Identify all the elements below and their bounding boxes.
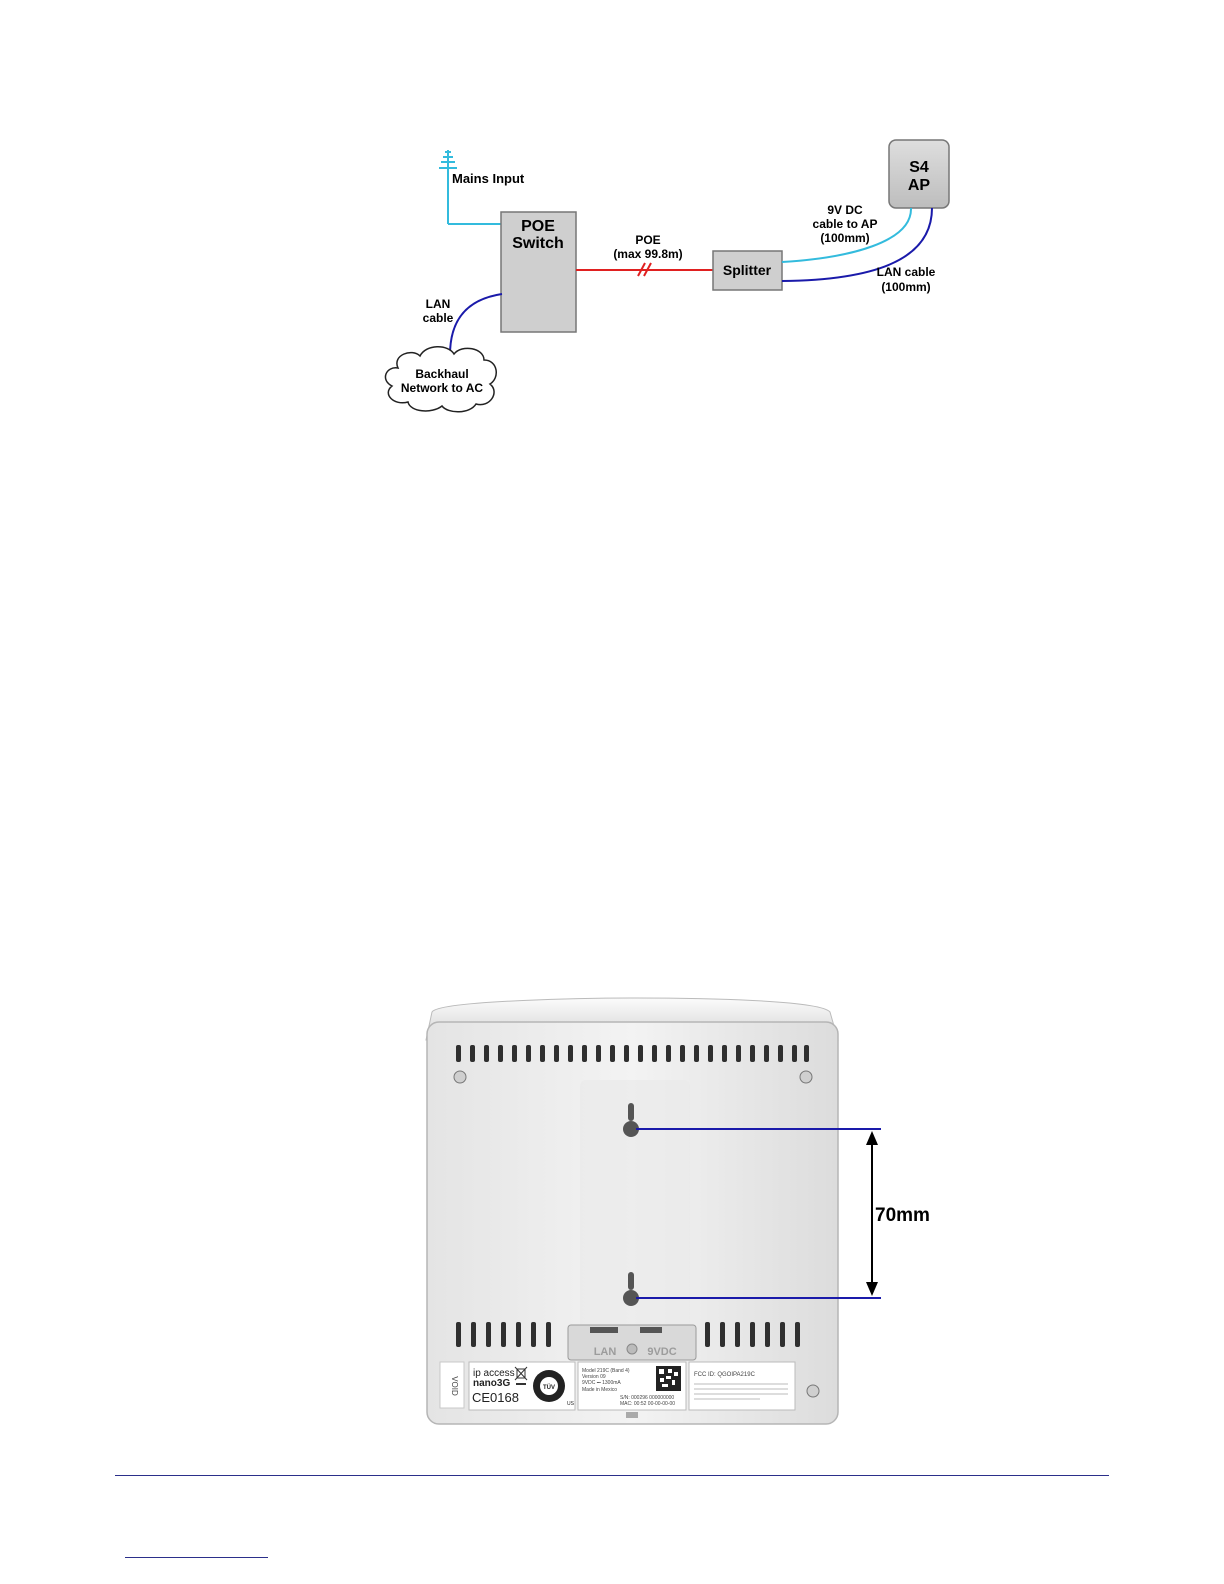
ap-box — [888, 139, 950, 209]
lan-cable-right-label-2: (100mm) — [881, 280, 930, 294]
version-text: Version 09 — [582, 1374, 606, 1380]
void-sticker — [439, 1361, 465, 1409]
splitter-label: Splitter — [723, 262, 772, 278]
model-text: Model 219C (Band 4) — [582, 1368, 630, 1374]
power-rating-text: 9VDC ⎓ 1300mA — [582, 1380, 621, 1386]
port-recess — [567, 1324, 697, 1361]
dc-cable — [781, 207, 913, 263]
footer-rule — [115, 1475, 1109, 1476]
measurement-annotation — [636, 1128, 881, 1299]
screw-icon — [806, 1384, 820, 1398]
lan-cable-left — [449, 293, 503, 356]
us-label: US — [567, 1401, 575, 1407]
ce-mark: CE0168 — [472, 1390, 519, 1405]
ap-label-1: S4 — [909, 159, 929, 176]
datamatrix-code-icon — [656, 1366, 681, 1391]
dc-cable-label-1: 9V DC — [827, 203, 863, 217]
measurement-label: 70mm — [875, 1205, 930, 1226]
keyhole-mount-top — [623, 1103, 639, 1137]
poe-link — [576, 262, 713, 277]
poe-switch-label-1: POE — [521, 218, 555, 235]
bottom-vents-right — [705, 1322, 800, 1347]
lan-cable-right-label-1: LAN cable — [877, 265, 936, 279]
poe-switch-box — [500, 211, 577, 333]
dc-cable-label-3: (100mm) — [820, 231, 869, 245]
port-power-label: 9VDC — [647, 1346, 676, 1358]
screw-icon — [453, 1070, 467, 1084]
port-lan-label: LAN — [594, 1346, 617, 1358]
tuv-mark-icon: TÜV — [533, 1370, 565, 1402]
tuv-label: TÜV — [543, 1384, 555, 1391]
keyhole-mount-bottom — [623, 1272, 639, 1306]
poe-link-label-2: (max 99.8m) — [613, 247, 682, 261]
lan-cable-right — [781, 207, 933, 282]
origin-text: Made in Mexico — [582, 1387, 617, 1393]
lan-cable-left-label-2: cable — [423, 311, 454, 325]
ap-label-2: AP — [908, 177, 931, 194]
lan-cable-left-label-1: LAN — [426, 297, 451, 311]
poe-link-label-1: POE — [635, 233, 660, 247]
bottom-vents-left — [456, 1322, 551, 1347]
brand-line-1: ip access — [473, 1368, 515, 1379]
mains-input-label: Mains Input — [452, 171, 525, 186]
serial-text: S/N: 000296 000000000 — [620, 1395, 674, 1401]
top-vents — [456, 1045, 809, 1062]
splitter-box — [712, 250, 783, 291]
device-back-photo: LAN 9VDC VOID ip access nano3G CE0168 TÜ… — [425, 997, 839, 1425]
weee-bin-icon — [514, 1366, 528, 1385]
dc-cable-label-2: cable to AP — [813, 217, 878, 231]
backhaul-label-1: Backhaul — [415, 367, 468, 381]
backhaul-cloud — [384, 346, 497, 413]
footer-link-underline[interactable] — [125, 1557, 268, 1558]
void-label: VOID — [450, 1376, 459, 1396]
poe-switch-label-2: Switch — [512, 235, 564, 252]
fcc-text: FCC ID: QGOIPA219C — [694, 1372, 756, 1378]
fcc-label-sticker — [688, 1361, 796, 1411]
mains-input-symbol — [439, 150, 502, 225]
backhaul-label-2: Network to AC — [401, 381, 484, 395]
screw-icon — [799, 1070, 813, 1084]
mac-text: MAC: 00:52 00-00-00-00 — [620, 1401, 675, 1407]
brand-line-2: nano3G — [473, 1378, 510, 1389]
